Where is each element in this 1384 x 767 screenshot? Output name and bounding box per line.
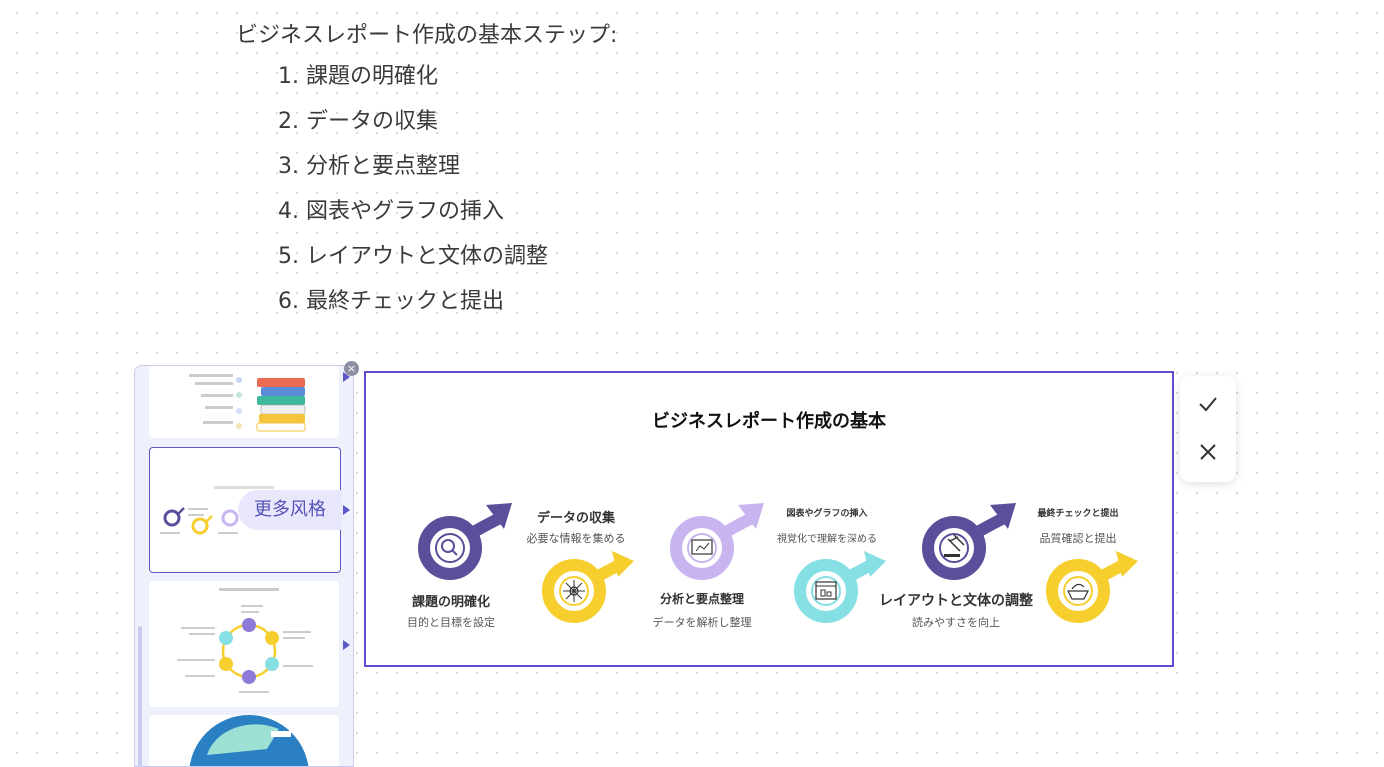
- step-5-title: レイアウトと文体の調整: [879, 593, 1033, 609]
- infographic-preview[interactable]: ビジネスレポート作成の基本 課題の明確化 目的と目標を設定 データの収集 必要な…: [364, 371, 1174, 667]
- close-icon[interactable]: [1196, 440, 1220, 464]
- cycle-thumbnail-graphic: [177, 588, 313, 693]
- list-item: 4. 図表やグラフの挿入: [278, 199, 504, 224]
- step-6-desc: 品質確認と提出: [1039, 532, 1117, 545]
- chart-window-icon: [811, 576, 841, 606]
- step-1-desc: 目的と目標を設定: [407, 616, 495, 629]
- style-panel[interactable]: [134, 365, 354, 767]
- style-thumbnail-cycle[interactable]: [149, 581, 339, 707]
- step-4-desc: 視覚化で理解を深める: [777, 534, 877, 545]
- list-item: 6. 最終チェックと提出: [278, 289, 504, 314]
- step-6-title: 最終チェックと提出: [1037, 509, 1119, 519]
- expand-arrow-icon[interactable]: [343, 372, 350, 382]
- check-icon[interactable]: [1196, 392, 1220, 416]
- arrows-thumbnail-graphic: [160, 486, 274, 535]
- step-3-title: 分析と要点整理: [659, 592, 744, 606]
- style-thumbnail-semicircle[interactable]: [149, 715, 339, 766]
- document-title: ビジネスレポート作成の基本ステップ:: [236, 23, 618, 48]
- style-thumbnail-books[interactable]: [149, 366, 339, 438]
- magnifier-icon: [435, 533, 465, 563]
- document-body: ビジネスレポート作成の基本ステップ: 1. 課題の明確化 2. データの収集 3…: [236, 18, 617, 324]
- step-3-desc: データを解析し整理: [652, 616, 752, 629]
- list-item: 3. 分析と要点整理: [278, 154, 460, 179]
- list-item: 1. 課題の明確化: [278, 64, 438, 89]
- action-card: [1180, 376, 1236, 482]
- panel-scrollbar[interactable]: [138, 626, 142, 766]
- semicircle-thumbnail-graphic: [189, 715, 309, 766]
- infographic-graphic: [418, 503, 1138, 623]
- expand-arrow-icon[interactable]: [343, 640, 350, 650]
- list-item: 5. レイアウトと文体の調整: [278, 244, 548, 269]
- step-5-desc: 読みやすさを向上: [912, 616, 1000, 629]
- steps-list: 1. 課題の明確化 2. データの収集 3. 分析と要点整理 4. 図表やグラフ…: [236, 54, 617, 324]
- step-2-desc: 必要な情報を集める: [526, 532, 626, 545]
- step-1-title: 課題の明確化: [411, 595, 490, 610]
- expand-arrow-icon[interactable]: [343, 505, 350, 515]
- infographic-title: ビジネスレポート作成の基本: [652, 411, 886, 432]
- more-styles-button[interactable]: 更多风格: [238, 490, 342, 530]
- list-item: 2. データの収集: [278, 109, 438, 134]
- books-thumbnail-graphic: [189, 374, 306, 432]
- step-4-title: 図表やグラフの挿入: [786, 509, 868, 519]
- step-2-title: データの収集: [536, 511, 615, 526]
